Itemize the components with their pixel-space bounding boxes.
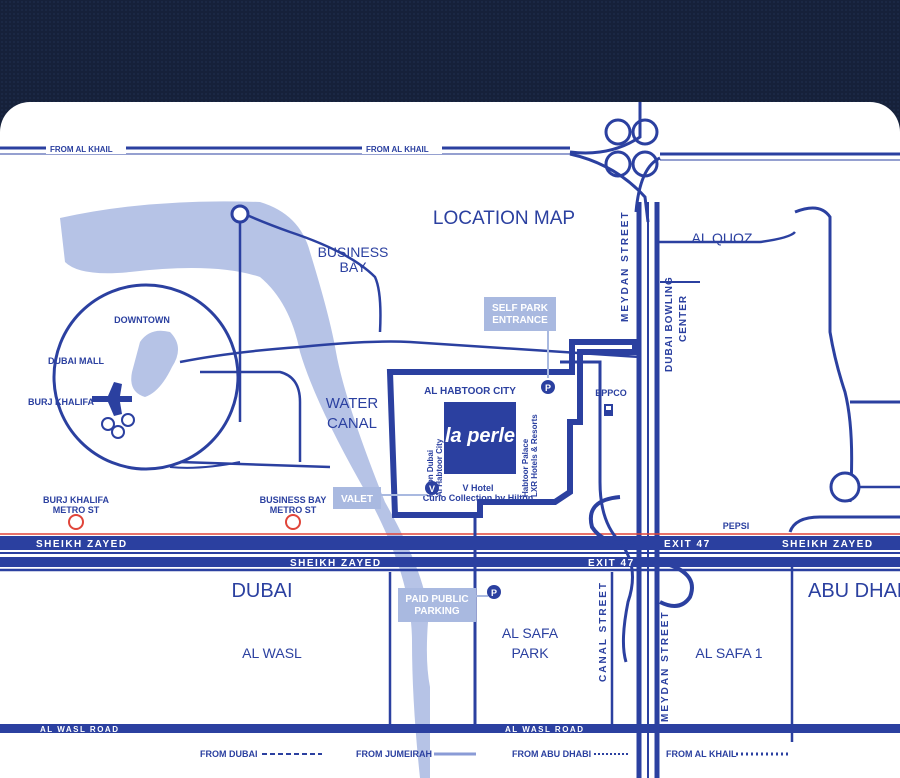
svg-text:V: V [429, 484, 435, 494]
hotel-logo: la perle [445, 425, 515, 447]
legend-from-jumeirah: FROM JUMEIRAH [356, 749, 432, 759]
airplane-icon [92, 382, 132, 416]
svg-text:P: P [491, 588, 497, 598]
legend-from-dubai: FROM DUBAI [200, 749, 258, 759]
al-safa-1-label: AL SAFA 1 [695, 645, 762, 661]
legend-from-al-khail: FROM AL KHAIL [666, 749, 737, 759]
al-safa-park-line2: PARK [511, 645, 549, 661]
abu-dhabi-label: ABU DHABI [808, 580, 900, 602]
metro-station-icons [68, 514, 301, 530]
water-creek [60, 201, 430, 778]
paid-parking-marker: P [487, 585, 501, 599]
self-park-line2: ENTRANCE [492, 315, 548, 326]
self-park-tag: SELF PARK ENTRANCE [484, 297, 556, 378]
v-hotel-line2: Curio Collection by Hilton [423, 493, 534, 503]
v-hotel-line1: V Hotel [462, 483, 493, 493]
meydan-street-top-label: MEYDAN STREET [620, 210, 631, 322]
paid-parking-tag: PAID PUBLIC PARKING [398, 588, 488, 622]
map-title: LOCATION MAP [433, 208, 575, 229]
eppco-label: EPPCO [595, 388, 627, 398]
burj-khalifa-metro-line1: BURJ KHALIFA [43, 495, 110, 505]
paid-parking-line1: PAID PUBLIC [405, 594, 468, 605]
al-habtoor-city-block [386, 339, 638, 518]
sheikh-zayed-label-1: SHEIKH ZAYED [36, 539, 128, 550]
habtoor-palace-line1: Habtoor Palace [521, 438, 530, 497]
al-wasl-road-mid: AL WASL ROAD [505, 725, 584, 734]
valet-label: VALET [341, 494, 373, 505]
location-map: la perle LOCATION MAP BUSINESS BAY DOWNT… [0, 102, 900, 778]
al-wasl-label: AL WASL [242, 645, 302, 661]
svg-text:P: P [545, 383, 551, 393]
paid-parking-line2: PARKING [414, 606, 460, 617]
self-park-line1: SELF PARK [492, 303, 549, 314]
al-safa-park-line1: AL SAFA [502, 625, 559, 641]
downtown-label: DOWNTOWN [114, 315, 170, 325]
hilton-line2: Al Habtoor City [435, 438, 444, 497]
business-bay-line2: BAY [340, 259, 368, 275]
from-al-khail-left: FROM AL KHAIL [50, 145, 113, 154]
road-network [0, 102, 900, 778]
pepsi-label: PEPSI [723, 521, 750, 531]
al-quoz-label: AL QUOZ [692, 230, 753, 246]
self-park-marker: P [541, 380, 555, 394]
metro-icon [101, 413, 135, 439]
from-al-khail-mid: FROM AL KHAIL [366, 145, 429, 154]
exit-47-label-b: EXIT 47 [588, 558, 635, 569]
exit-47-label-a: EXIT 47 [664, 539, 711, 550]
water-canal-line2: CANAL [327, 415, 377, 432]
map-svg: la perle LOCATION MAP BUSINESS BAY DOWNT… [0, 102, 900, 778]
hilton-line1: Hilton Dubai [426, 450, 435, 497]
legend: FROM DUBAI FROM JUMEIRAH FROM ABU DHABI … [200, 749, 790, 759]
valet-marker: V [425, 481, 439, 495]
dubai-bowling-line2: CENTER [678, 295, 689, 342]
fuel-pump-icon [604, 404, 613, 416]
al-wasl-road-left: AL WASL ROAD [40, 725, 119, 734]
habtoor-palace-line2: LXR Hotels & Resorts [530, 414, 539, 497]
dubai-mall-label: DUBAI MALL [48, 356, 104, 366]
sheikh-zayed-label-3: SHEIKH ZAYED [782, 539, 874, 550]
dubai-bowling-line1: DUBAI BOWLING [664, 276, 675, 372]
burj-khalifa-metro-line2: METRO ST [53, 505, 100, 515]
al-habtoor-city-label: AL HABTOOR CITY [424, 386, 516, 397]
valet-tag: VALET [333, 487, 426, 509]
canal-street-label: CANAL STREET [598, 581, 609, 682]
business-bay-metro-line1: BUSINESS BAY [260, 495, 327, 505]
meydan-street-bottom-label: MEYDAN STREET [660, 610, 671, 722]
dubai-label: DUBAI [231, 580, 292, 602]
business-bay-metro-line2: METRO ST [270, 505, 317, 515]
business-bay-line1: BUSINESS [318, 244, 389, 260]
legend-from-abu-dhabi: FROM ABU DHABI [512, 749, 591, 759]
sheikh-zayed-label-2: SHEIKH ZAYED [290, 558, 382, 569]
burj-khalifa-label: BURJ KHALIFA [28, 397, 95, 407]
water-canal-line1: WATER [326, 395, 379, 412]
